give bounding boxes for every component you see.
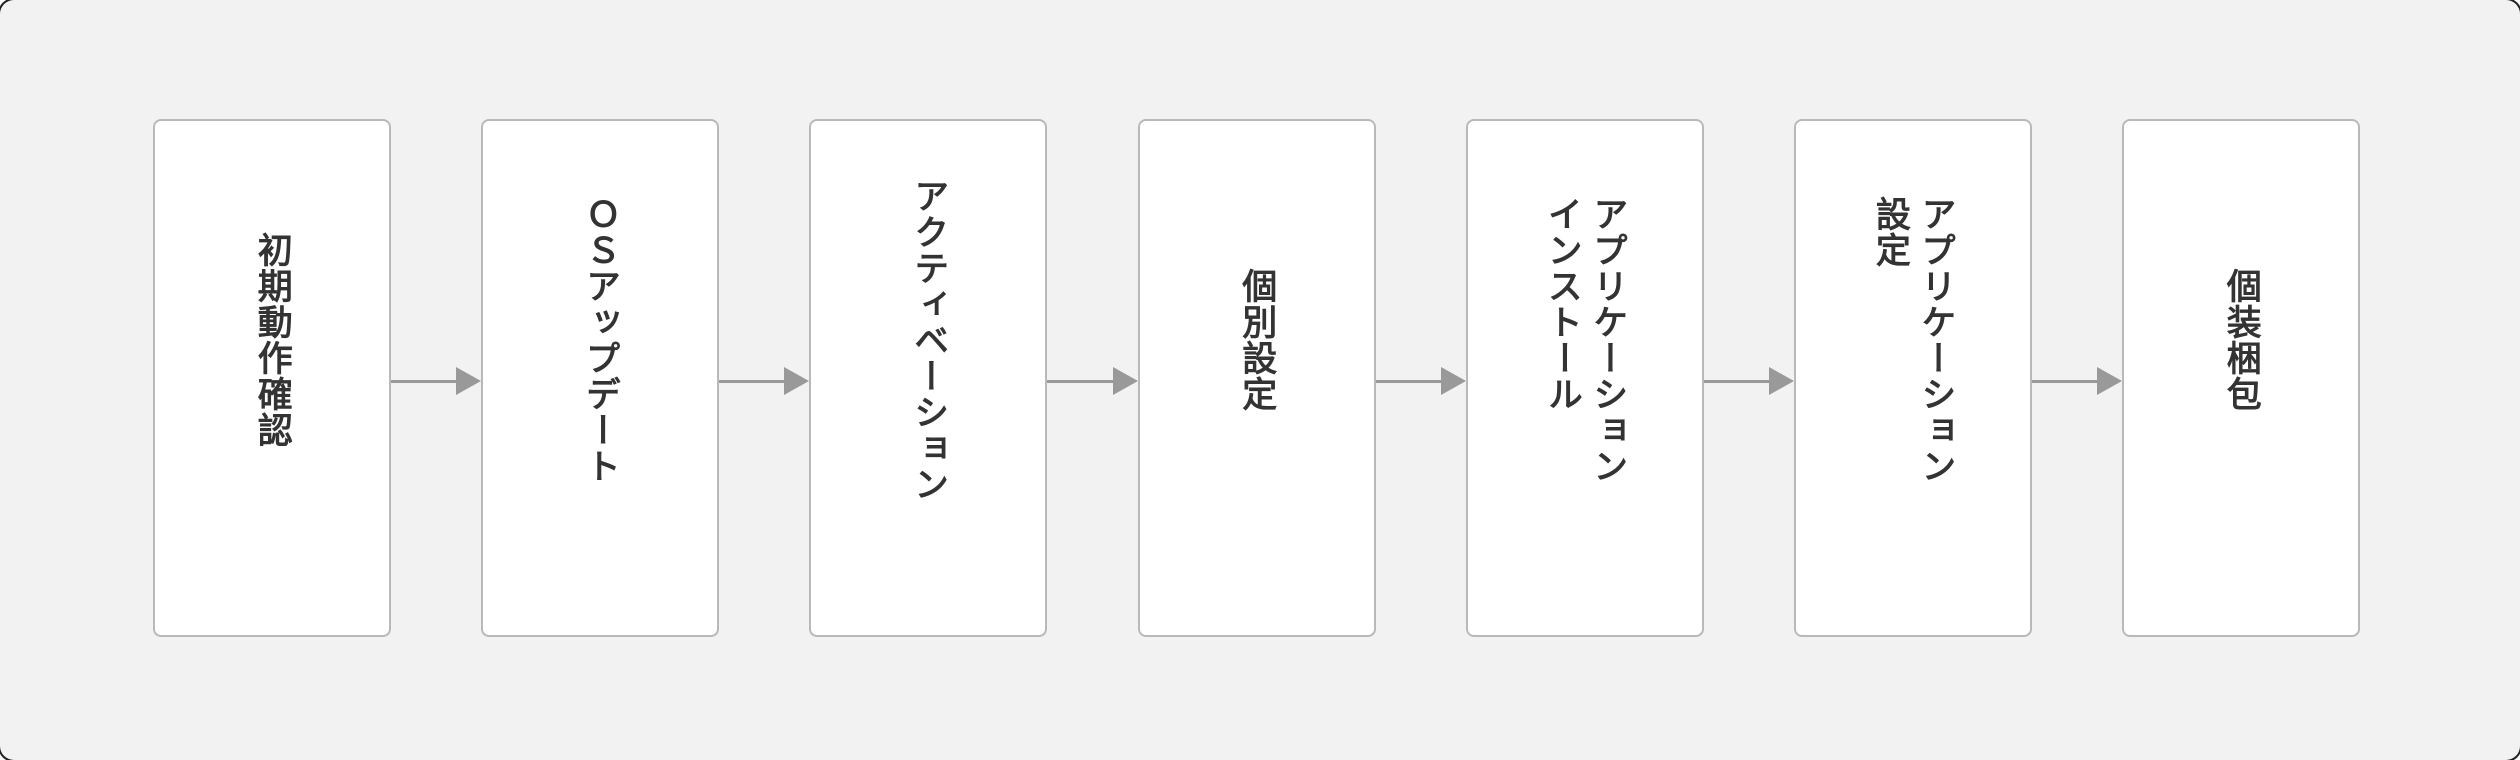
- flow-arrow: [391, 122, 482, 640]
- arrow-right-icon: [1440, 367, 1466, 395]
- step-label: ＯＳアップデート: [580, 196, 620, 484]
- step-individual-packing: 個装梱包: [2122, 119, 2361, 637]
- step-application-install: アプリケーション インストール: [1465, 119, 1704, 637]
- flow-arrow: [2031, 122, 2123, 640]
- arrow-line: [719, 379, 785, 383]
- arrow-right-icon: [2097, 367, 2123, 395]
- step-activation: アクティベーション: [809, 119, 1048, 637]
- flow-arrow: [1375, 122, 1466, 640]
- flow-arrow: [1047, 122, 1138, 640]
- step-label: アプリケーション 設定: [1870, 196, 1956, 484]
- step-label: アプリケーション インストール: [1542, 196, 1628, 484]
- step-label: 個装梱包: [2221, 268, 2261, 412]
- step-application-setting: アプリケーション 設定: [1793, 119, 2032, 637]
- arrow-right-icon: [1112, 367, 1138, 395]
- step-individual-setting: 個別設定: [1137, 119, 1376, 637]
- flow-arrow: [719, 122, 810, 640]
- arrow-line: [1375, 379, 1441, 383]
- arrow-line: [2031, 379, 2098, 383]
- arrow-line: [1703, 379, 1769, 383]
- step-label: アクティベーション: [909, 178, 949, 502]
- step-os-update: ＯＳアップデート: [481, 119, 720, 637]
- step-label: 初期動作確認: [252, 232, 292, 448]
- step-label: 個別設定: [1237, 268, 1277, 412]
- step-initial-operation-check: 初期動作確認: [153, 119, 391, 637]
- arrow-line: [1047, 379, 1113, 383]
- arrow-right-icon: [784, 367, 810, 395]
- arrow-right-icon: [456, 367, 482, 395]
- flow-row: 初期動作確認 ＯＳアップデート アクティベーション 個別設定: [153, 119, 2361, 640]
- flow-arrow: [1703, 122, 1794, 640]
- arrow-line: [391, 379, 457, 383]
- arrow-right-icon: [1768, 367, 1794, 395]
